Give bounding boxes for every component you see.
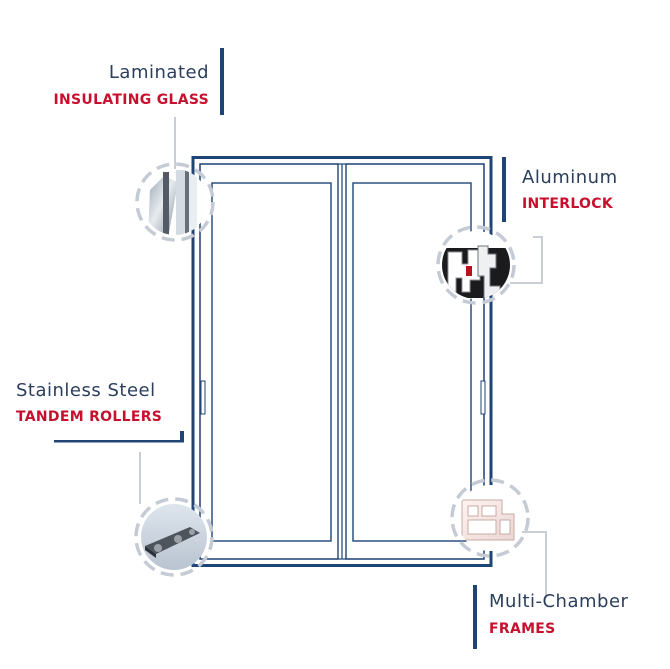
right-door-handle (480, 380, 486, 415)
right-door-panel (345, 163, 486, 560)
left-door-panel (199, 163, 339, 560)
leader-lines (139, 117, 547, 598)
callout-frames-line2: FRAMES (489, 621, 556, 637)
frame-profile-icon (450, 478, 530, 558)
left-door-handle (200, 380, 206, 415)
callout-brackets (54, 48, 506, 649)
tandem-roller-icon (134, 497, 214, 577)
glass-cross-section-icon (135, 162, 215, 242)
callout-insulating-glass-line1: Laminated (108, 62, 209, 83)
frames-leader (522, 531, 547, 598)
callout-tandem-rollers: Stainless Steel TANDEM ROLLERS (16, 380, 162, 425)
interlock-leader (510, 236, 543, 284)
callout-interlock: Aluminum INTERLOCK (522, 167, 618, 212)
sliding-door-frame (191, 156, 493, 567)
callout-tandem-rollers-line1: Stainless Steel (16, 380, 156, 401)
callout-tandem-rollers-line2: TANDEM ROLLERS (16, 409, 163, 425)
callout-interlock-line1: Aluminum (522, 167, 618, 188)
callout-interlock-line2: INTERLOCK (522, 196, 613, 212)
callout-insulating-glass-line2: INSULATING GLASS (53, 92, 209, 108)
callout-insulating-glass: Laminated INSULATING GLASS (54, 62, 209, 108)
interlock-profile-icon (436, 225, 516, 305)
callout-frames: Multi-Chamber FRAMES (489, 591, 628, 637)
callout-frames-line1: Multi-Chamber (489, 591, 629, 612)
